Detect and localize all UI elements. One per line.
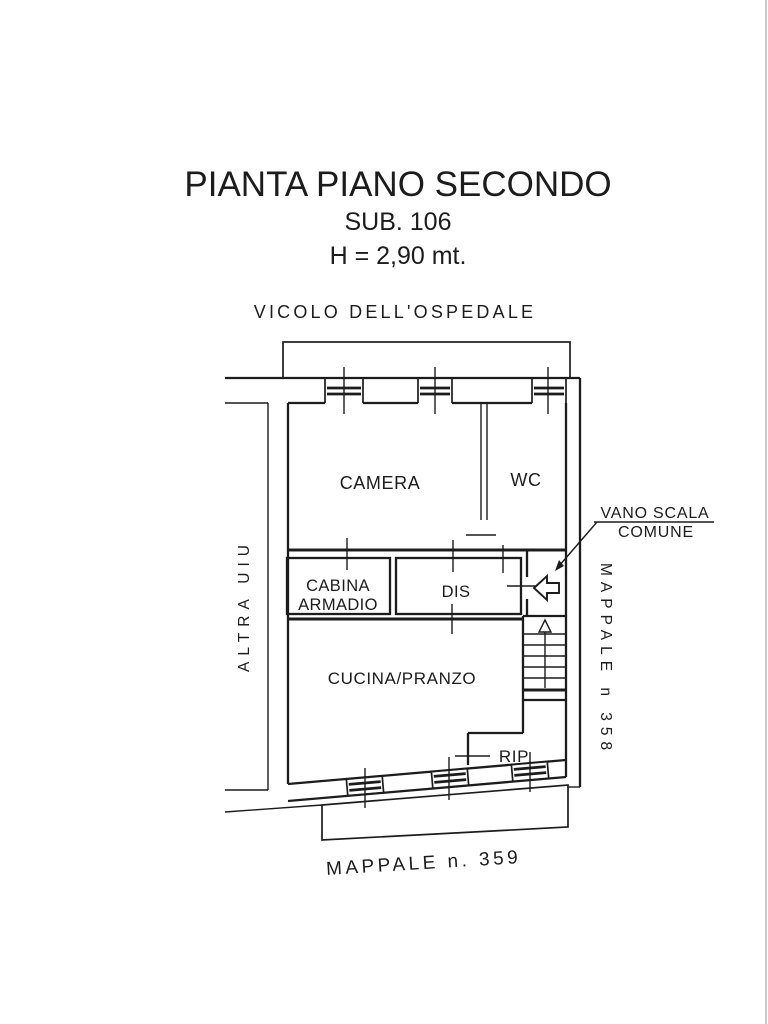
stairwell-note-line2: COMUNE xyxy=(618,524,694,541)
leader-arrowhead-icon xyxy=(555,560,564,571)
room-label-cabina-line2: ARMADIO xyxy=(298,596,378,614)
parcel-right-label: MAPPALE n 358 xyxy=(597,563,614,756)
outer-walls xyxy=(224,376,582,813)
adjacent-unit-label: ALTRA UIU xyxy=(236,539,253,672)
leader-line xyxy=(558,521,598,567)
room-label-cabina-line1: CABINA xyxy=(306,577,370,595)
room-label-rip: RIP xyxy=(499,747,529,766)
cabina-armadio-box xyxy=(285,556,392,616)
window-icon xyxy=(324,367,364,414)
window-icon xyxy=(531,367,567,414)
room-label-cucina: CUCINA/PRANZO xyxy=(328,669,477,688)
entrance-arrow-icon xyxy=(532,573,560,603)
stairwell-note-line1: VANO SCALA xyxy=(600,505,709,522)
balcony-bottom xyxy=(321,784,569,841)
staircase-icon xyxy=(523,618,566,692)
room-label-wc: WC xyxy=(510,470,541,490)
room-label-dis: DIS xyxy=(442,583,471,601)
door-ticks xyxy=(346,534,537,757)
street-label: VICOLO DELL'OSPEDALE xyxy=(254,302,537,322)
window-icon xyxy=(417,367,453,414)
room-label-camera: CAMERA xyxy=(340,473,421,493)
stairwell-note: VANO SCALA COMUNE xyxy=(555,505,714,571)
page-subtitle: SUB. 106 xyxy=(344,208,451,236)
interior-walls xyxy=(288,403,566,765)
stair-direction-arrow-icon xyxy=(537,618,553,633)
ceiling-height-note: H = 2,90 mt. xyxy=(330,242,467,270)
page-title: PIANTA PIANO SECONDO xyxy=(184,165,611,204)
window-icon xyxy=(430,767,470,789)
